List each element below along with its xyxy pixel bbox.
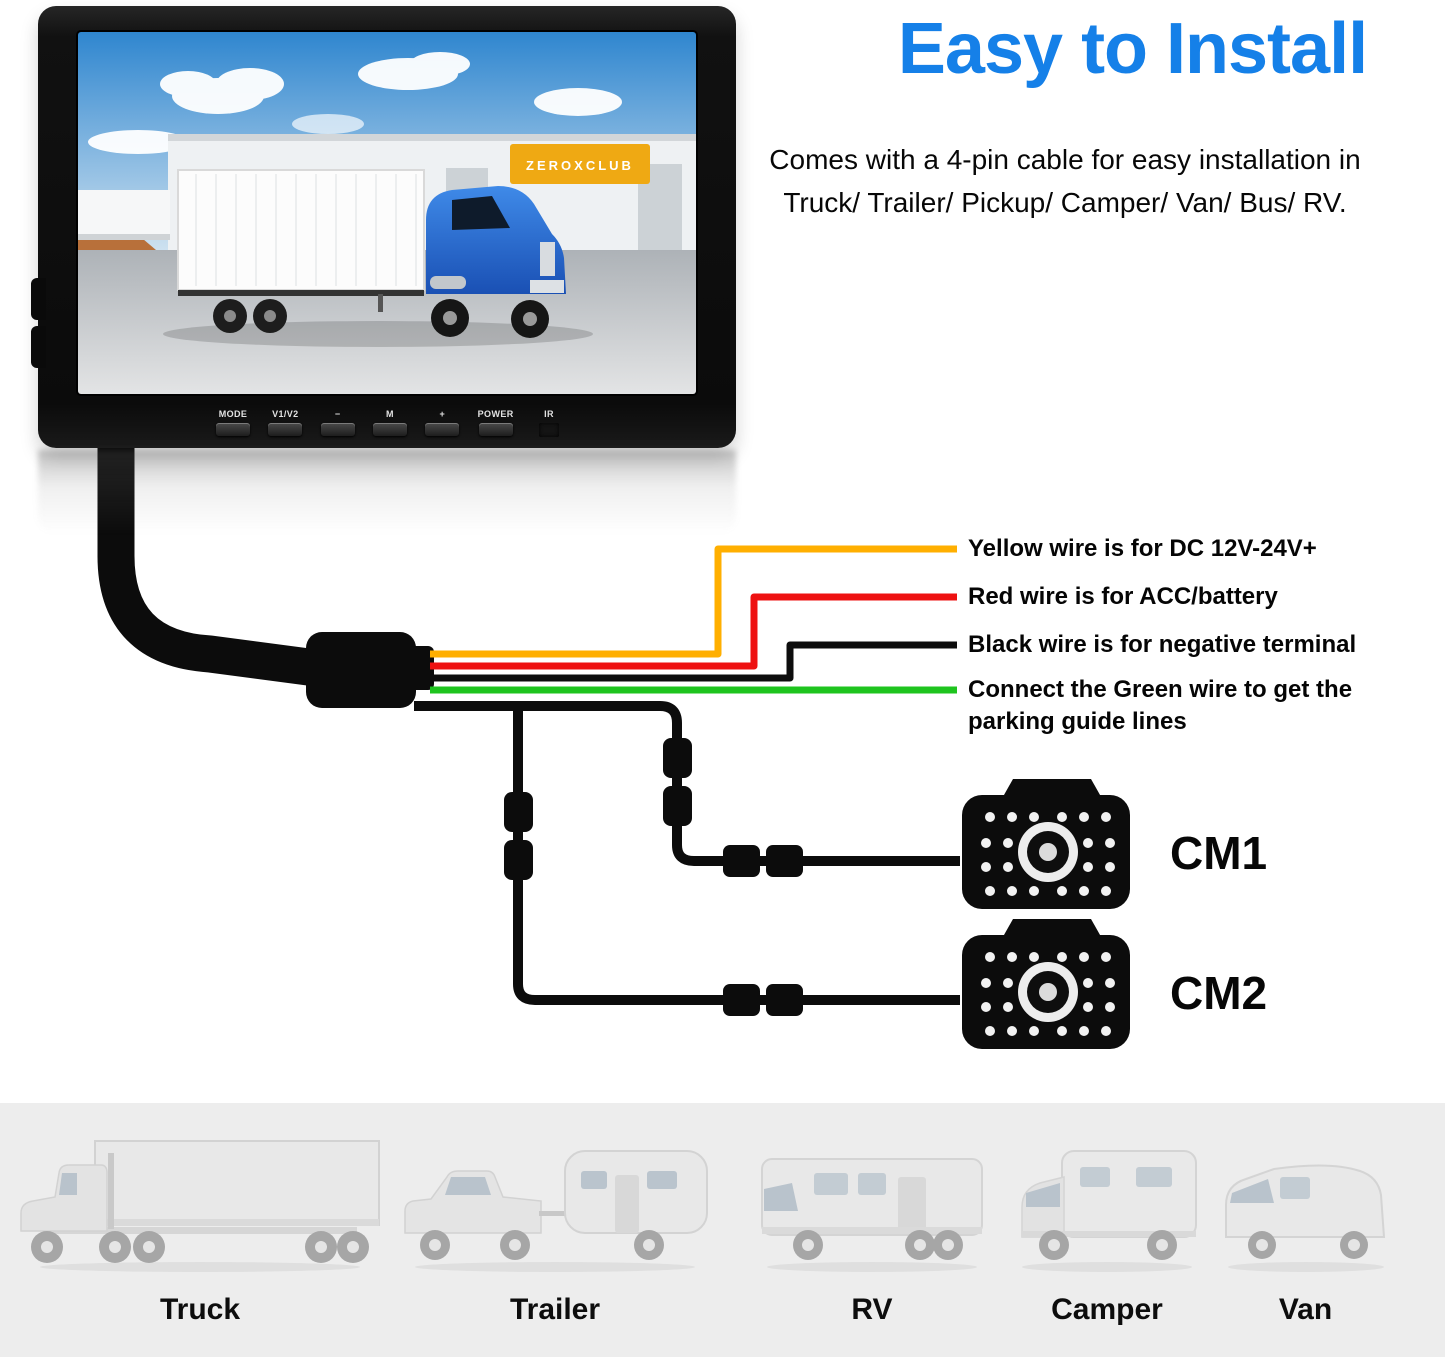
monitor-controls: MODE V1/V2 − M + POWER (216, 410, 566, 437)
wire-label-green: Connect the Green wire to get the parkin… (968, 676, 1353, 736)
camper-illustration (1021, 1150, 1197, 1272)
subtitle-line-1: Comes with a 4-pin cable for easy instal… (769, 144, 1361, 175)
monitor-button-plus-key (425, 423, 460, 436)
monitor-button-plus-label: + (439, 409, 446, 419)
monitor-screen: ZEROXCLUB (78, 32, 696, 394)
monitor-button-menu: M (372, 409, 407, 436)
subtitle-line-2: Truck/ Trailer/ Pickup/ Camper/ Van/ Bus… (783, 187, 1347, 219)
yellow-wire (430, 545, 957, 658)
vehicle-camper: Camper (1012, 1125, 1202, 1327)
clouds (88, 52, 622, 154)
monitor-button-plus: + (425, 409, 460, 436)
zeroxclub-sign: ZEROXCLUB (510, 144, 650, 184)
monitor-mount-tab (31, 326, 46, 368)
camera2-cable (513, 706, 960, 1005)
screen-brand-text: ZEROXCLUB (526, 158, 634, 173)
red-wire (430, 593, 957, 670)
camera-cm1 (962, 779, 1130, 909)
truck-illustration (20, 1140, 380, 1272)
inline-connectors (504, 738, 803, 1016)
screen-truck (163, 169, 593, 347)
monitor-button-mode-label: MODE (218, 409, 248, 419)
monitor-button-mode: MODE (216, 410, 250, 436)
vehicle-trailer: Trailer (395, 1125, 715, 1327)
monitor-reflection (38, 450, 736, 534)
monitor-button-minus: − (320, 409, 355, 436)
monitor-button-minus-label: − (334, 409, 341, 419)
splitter-collar (408, 646, 434, 690)
vehicle-band: Truck Trailer (0, 1103, 1445, 1357)
monitor-button-v1v2-label: V1/V2 (272, 409, 299, 419)
black-wire (430, 641, 957, 682)
vehicle-van: Van (1218, 1125, 1393, 1327)
wire-label-black: Black wire is for negative terminal (968, 631, 1357, 658)
page-subtitle: Comes with a 4-pin cable for easy instal… (715, 138, 1415, 225)
camera-cm2 (962, 919, 1130, 1049)
rv-illustration (761, 1158, 983, 1272)
monitor-button-power-key (478, 423, 513, 436)
monitor-ir-sensor: IR (532, 410, 566, 437)
trailer-illustration (404, 1150, 708, 1272)
monitor-button-menu-label: M (386, 409, 394, 419)
vehicle-truck: Truck (15, 1125, 385, 1327)
splitter-connector (306, 632, 416, 708)
vehicle-truck-label: Truck (159, 1293, 241, 1326)
monitor-ir-sensor-label: IR (544, 409, 554, 419)
monitor-button-v1v2-key (268, 423, 303, 436)
monitor-button-v1v2: V1/V2 (268, 409, 303, 436)
vehicle-rv-label: RV (851, 1293, 893, 1326)
monitor-button-menu-key (372, 423, 407, 436)
vehicle-rv: RV (752, 1125, 992, 1327)
monitor-screen-image: ZEROXCLUB (78, 32, 696, 394)
monitor-button-minus-key (320, 423, 355, 436)
vehicle-trailer-label: Trailer (509, 1293, 601, 1326)
monitor-mount-tab (31, 278, 46, 320)
camera-cm2-label: CM2 (1170, 967, 1268, 1019)
page-title: Easy to Install (897, 9, 1368, 89)
monitor-button-power: POWER (478, 410, 514, 436)
monitor-power-cable (97, 381, 335, 687)
monitor: ZEROXCLUB (31, 6, 736, 448)
van-illustration (1225, 1164, 1386, 1272)
camera1-cable (414, 701, 960, 866)
camera-cm1-label: CM1 (1170, 827, 1268, 879)
vehicle-van-label: Van (1278, 1293, 1333, 1326)
monitor-button-power-label: POWER (477, 409, 514, 419)
wire-label-red: Red wire is for ACC/battery (968, 583, 1278, 610)
monitor-button-mode-key (216, 423, 250, 436)
vehicle-camper-label: Camper (1051, 1293, 1163, 1326)
monitor-ir-sensor-window (538, 423, 559, 437)
wire-label-yellow: Yellow wire is for DC 12V-24V+ (968, 535, 1317, 562)
